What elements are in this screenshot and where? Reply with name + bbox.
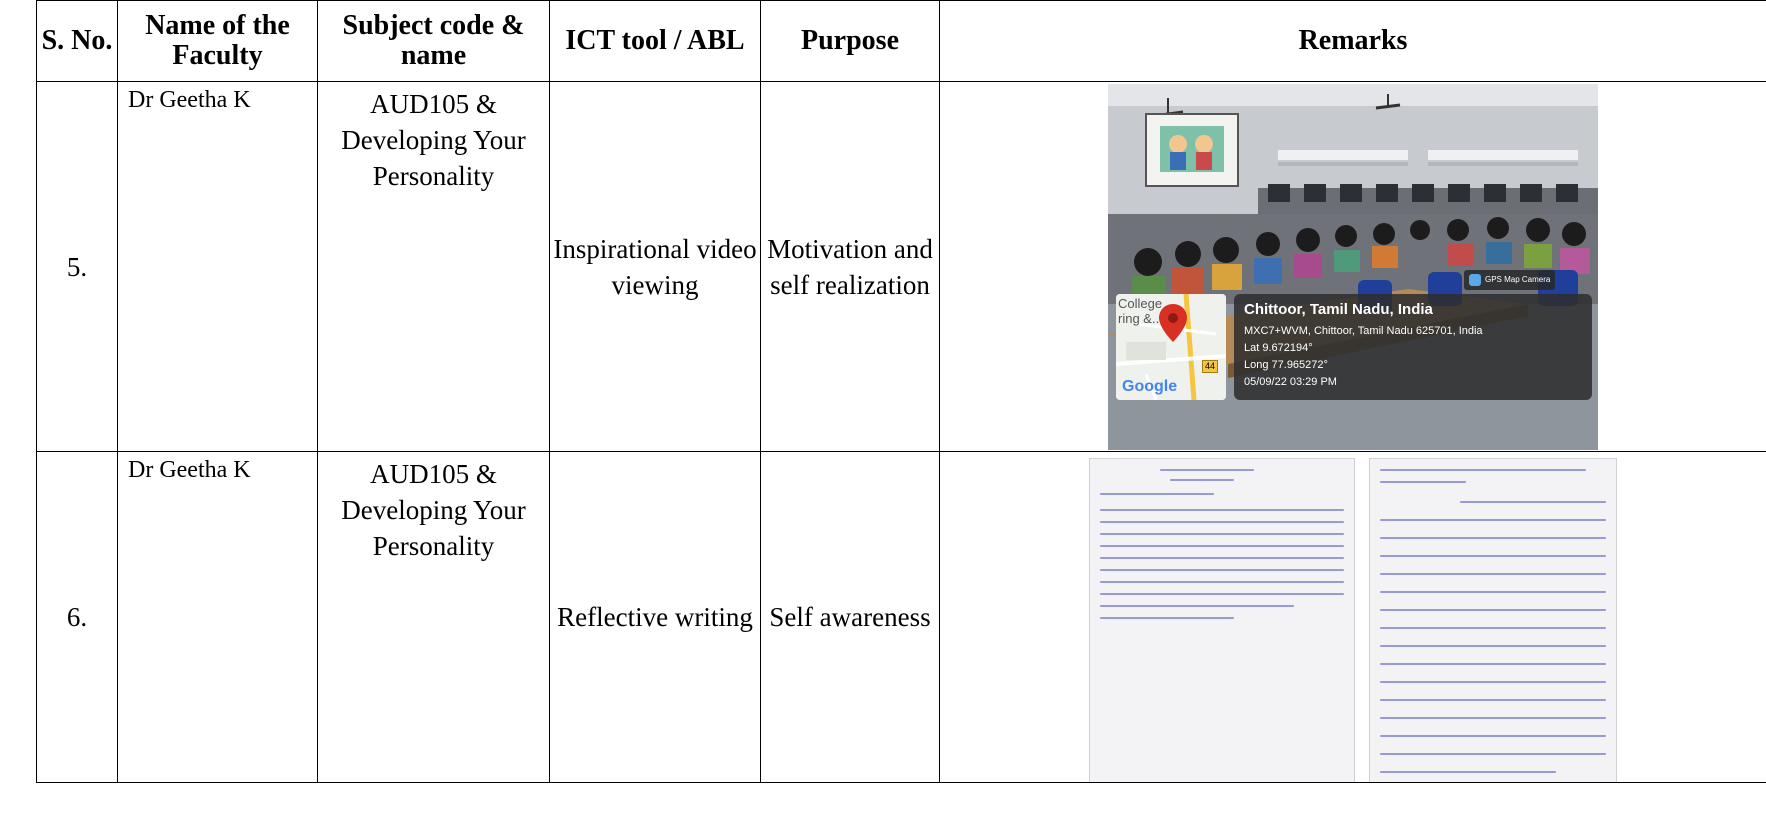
header-remarks: Remarks (939, 0, 1766, 82)
header-ict: ICT tool / ABL (549, 0, 761, 82)
faculty-ict-table: S. No. Name of the Faculty Subject code … (36, 0, 1766, 783)
road-number-badge: 44 (1202, 360, 1219, 373)
row-subject: AUD105 & Developing Your Personality (317, 81, 550, 452)
header-row: S. No. Name of the Faculty Subject code … (36, 0, 1766, 82)
row-ict-tool: Inspirational video viewing (549, 81, 761, 452)
handwritten-page-2 (1369, 458, 1617, 782)
header-sno: S. No. (36, 0, 118, 82)
classroom-photo: GPS Map Camera College ring &... (1108, 84, 1598, 450)
camera-app-label: GPS Map Camera (1485, 275, 1551, 284)
location-overlay: Chittoor, Tamil Nadu, India MXC7+WVM, Ch… (1234, 294, 1592, 400)
table-row: 6. Dr Geetha K AUD105 & Developing Your … (36, 451, 1766, 783)
row-ict-tool: Reflective writing (549, 451, 761, 783)
map-pin-icon (1159, 304, 1187, 342)
row-sno: 6. (36, 451, 118, 783)
location-address: MXC7+WVM, Chittoor, Tamil Nadu 625701, I… (1244, 325, 1483, 337)
header-faculty: Name of the Faculty (117, 0, 318, 82)
row-remarks: GPS Map Camera College ring &... (939, 81, 1766, 452)
row-faculty: Dr Geetha K (117, 81, 318, 452)
handwritten-page-1 (1089, 458, 1355, 782)
row-subject: AUD105 & Developing Your Personality (317, 451, 550, 783)
camera-icon (1469, 274, 1481, 286)
google-logo: Google (1122, 378, 1178, 395)
row-faculty: Dr Geetha K (117, 451, 318, 783)
row-sno: 5. (36, 81, 118, 452)
reflective-writing-samples (940, 452, 1766, 782)
row-purpose: Motivation and self realization (760, 81, 940, 452)
map-place-label-1: College (1118, 296, 1163, 311)
row-purpose: Self awareness (760, 451, 940, 783)
photo-timestamp: 05/09/22 03:29 PM (1244, 376, 1337, 388)
location-longitude: Long 77.965272° (1244, 359, 1328, 371)
location-latitude: Lat 9.672194° (1244, 342, 1313, 354)
map-thumbnail: College ring &... 44 Google (1116, 294, 1226, 400)
location-title: Chittoor, Tamil Nadu, India (1244, 301, 1433, 318)
header-purpose: Purpose (760, 0, 940, 82)
header-subject: Subject code & name (317, 0, 550, 82)
map-graphic (1116, 294, 1226, 400)
row-remarks (939, 451, 1766, 783)
gps-camera-badge: GPS Map Camera (1464, 270, 1556, 290)
map-place-label-2: ring &... (1118, 311, 1163, 326)
table-row: 5. Dr Geetha K AUD105 & Developing Your … (36, 81, 1766, 452)
